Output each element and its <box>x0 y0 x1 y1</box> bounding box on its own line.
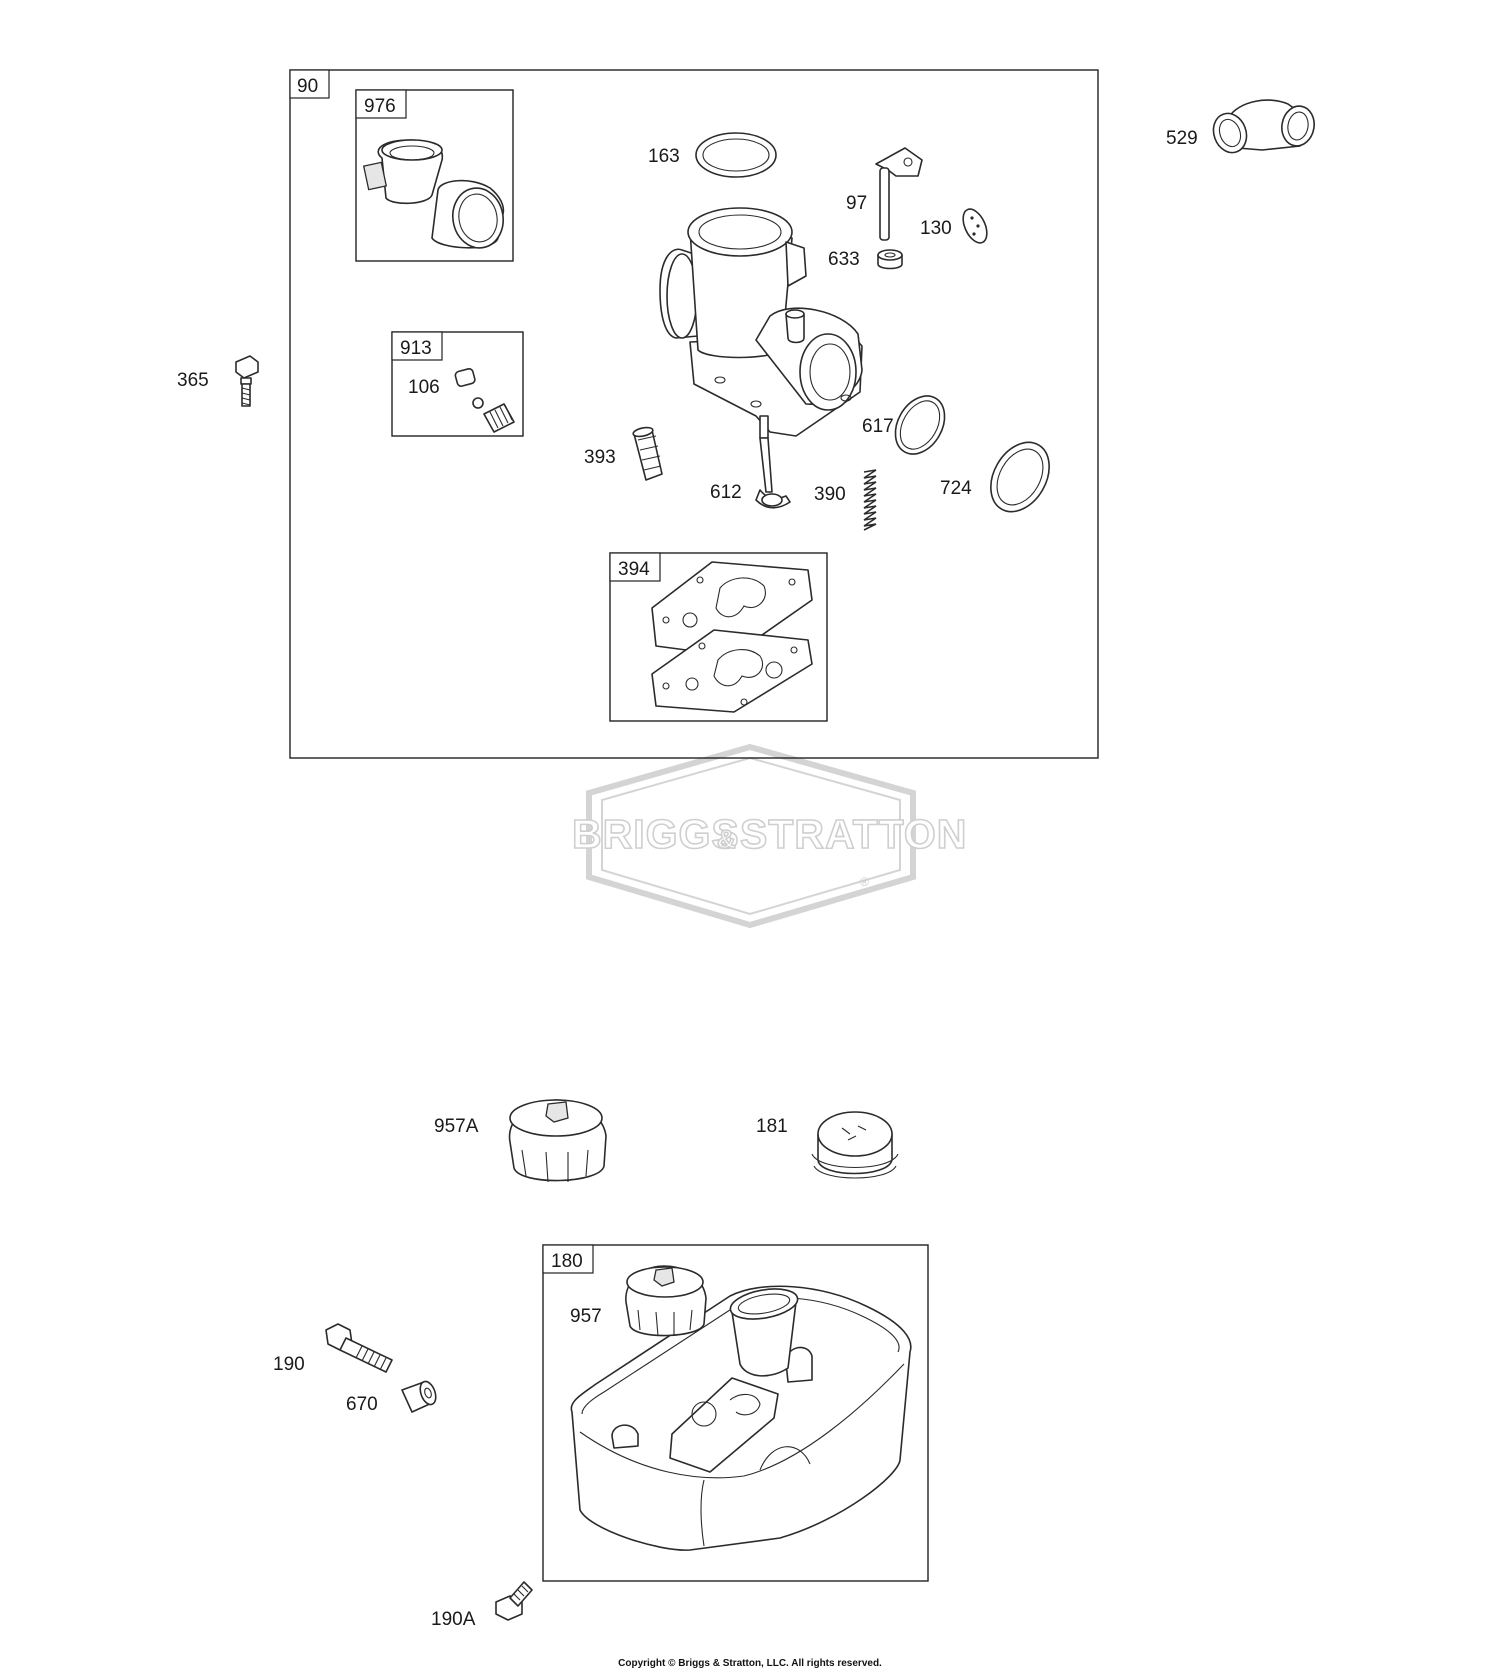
fuel-pipe-part <box>755 437 791 509</box>
fuel-cap-957A-part <box>508 1099 607 1183</box>
callout-106[interactable]: 106 <box>408 377 440 398</box>
throttle-plate-part <box>962 208 988 244</box>
callout-90[interactable]: 90 <box>297 76 318 97</box>
callout-181[interactable]: 181 <box>756 1116 788 1137</box>
adapter-kit-tag <box>355 89 407 119</box>
cap-181-part <box>811 1111 899 1179</box>
gasket-163-part <box>695 132 777 178</box>
callout-190A[interactable]: 190A <box>431 1609 476 1630</box>
fuel-screen-part <box>632 426 663 481</box>
carburetor-assembly-group: 90 976 913 106 163 <box>289 69 1099 759</box>
diaphragm-part <box>651 629 813 713</box>
callout-670[interactable]: 670 <box>346 1394 378 1415</box>
carburetor-body-part <box>659 207 863 439</box>
callout-365[interactable]: 365 <box>177 370 209 391</box>
callout-394[interactable]: 394 <box>618 559 650 580</box>
watermark-brand-left: BRIGGS <box>572 811 740 857</box>
callout-913[interactable]: 913 <box>400 338 432 359</box>
carburetor-assembly-frame <box>289 69 1099 759</box>
adapter-tube-part <box>431 179 505 249</box>
diaphragm-kit-frame <box>609 552 828 722</box>
gasket-724-part <box>990 441 1050 513</box>
briggs-stratton-watermark: BRIGGS & STRATTON ® <box>571 743 967 929</box>
callout-612[interactable]: 612 <box>710 482 742 503</box>
copyright-notice: Copyright © Briggs & Stratton, LLC. All … <box>618 1658 882 1669</box>
screw-190A-part <box>495 1581 533 1621</box>
callout-190[interactable]: 190 <box>273 1354 305 1375</box>
bolt-190-part <box>325 1323 393 1373</box>
needle-seat-part <box>454 368 515 433</box>
callout-976[interactable]: 976 <box>364 96 396 117</box>
callout-163[interactable]: 163 <box>648 146 680 167</box>
adapter-ring-part <box>362 139 444 205</box>
callout-180[interactable]: 180 <box>551 1251 583 1272</box>
watermark-registered: ® <box>860 875 869 889</box>
needle-kit-frame <box>391 331 524 437</box>
seal-633-part <box>877 249 903 270</box>
diaphragm-kit-tag <box>609 552 661 582</box>
callout-97[interactable]: 97 <box>846 193 867 214</box>
callout-617[interactable]: 617 <box>862 416 894 437</box>
watermark-brand-right: STRATTON <box>740 811 967 857</box>
callout-957[interactable]: 957 <box>570 1306 602 1327</box>
callout-957A[interactable]: 957A <box>434 1116 479 1137</box>
adapter-kit-frame <box>355 89 514 262</box>
fuel-tank-part <box>570 1285 912 1551</box>
callout-529[interactable]: 529 <box>1166 128 1198 149</box>
carburetor-assembly-tag <box>289 69 330 99</box>
fuel-tank-frame <box>542 1244 929 1582</box>
throttle-shaft-part <box>875 147 923 241</box>
screw-365-part <box>235 355 259 407</box>
callout-393[interactable]: 393 <box>584 447 616 468</box>
elbow-529-part <box>1212 99 1315 154</box>
watermark-ampersand: & <box>717 824 737 854</box>
callout-390[interactable]: 390 <box>814 484 846 505</box>
needle-kit-tag <box>391 331 443 361</box>
diaphragm-gasket-part <box>651 561 813 657</box>
fuel-tank-tag <box>542 1244 594 1274</box>
callout-130[interactable]: 130 <box>920 218 952 239</box>
spacer-670-part <box>401 1380 437 1413</box>
fuel-cap-957-part <box>625 1265 707 1337</box>
callout-724[interactable]: 724 <box>940 478 972 499</box>
oring-617-part <box>894 395 946 455</box>
callout-633[interactable]: 633 <box>828 249 860 270</box>
spring-390-part <box>863 469 877 531</box>
